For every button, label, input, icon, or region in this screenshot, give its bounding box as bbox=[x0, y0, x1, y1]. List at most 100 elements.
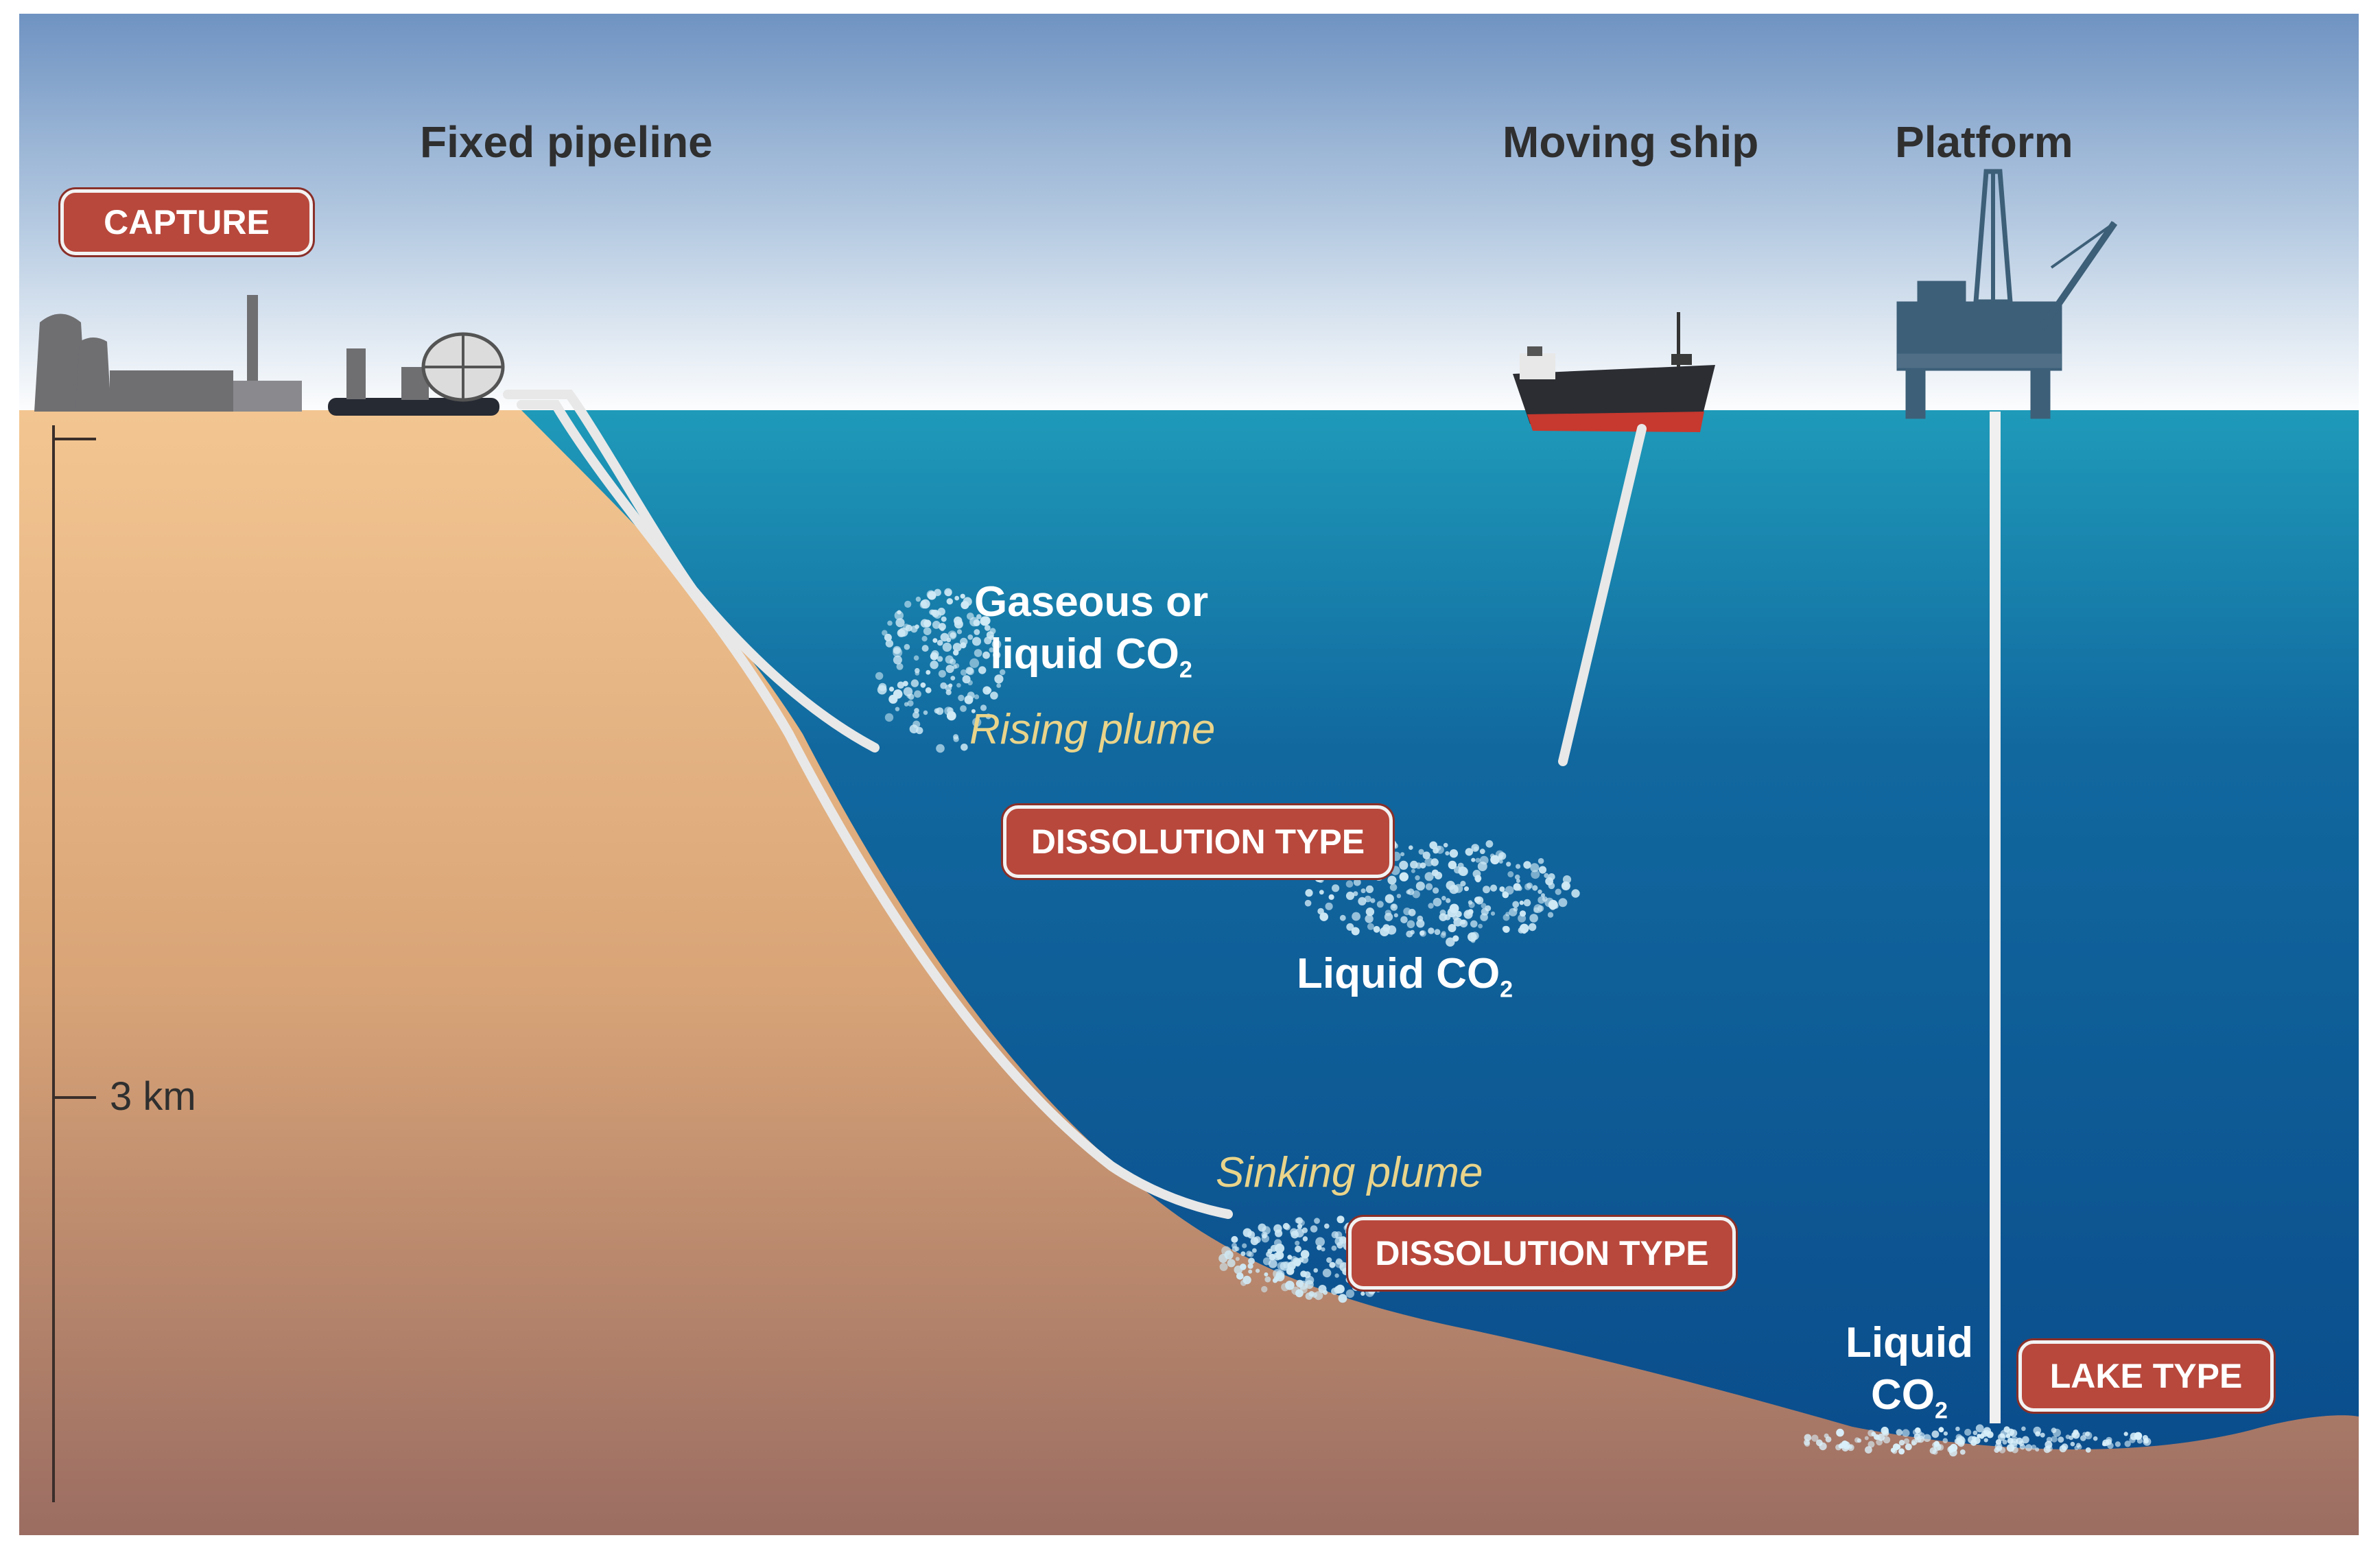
co2-bubble bbox=[938, 623, 946, 631]
co2-bubble bbox=[930, 661, 939, 669]
ship-pipe bbox=[1558, 424, 1647, 766]
co2-bubble bbox=[882, 630, 888, 636]
co2-bubble bbox=[1523, 899, 1531, 907]
co2-bubble bbox=[974, 694, 980, 700]
co2-bubble bbox=[1512, 901, 1520, 908]
co2-bubble bbox=[2106, 1438, 2112, 1445]
co2-bubble bbox=[1253, 1236, 1261, 1244]
co2-bubble bbox=[1479, 849, 1485, 855]
co2-bubble bbox=[2142, 1435, 2148, 1441]
co2-bubble bbox=[996, 683, 1002, 688]
co2-bubble bbox=[1406, 930, 1413, 938]
co2-bubble bbox=[1955, 1426, 1960, 1432]
co2-bubble bbox=[1391, 851, 1401, 862]
co2-bubble bbox=[940, 632, 950, 642]
co2-bubble bbox=[945, 685, 952, 691]
co2-bubble bbox=[1416, 919, 1425, 928]
co2-bubble bbox=[1485, 840, 1494, 848]
co2-bubble bbox=[1328, 894, 1334, 900]
co2-bubble bbox=[1408, 908, 1416, 916]
co2-bubble bbox=[1305, 889, 1313, 897]
co2-bubble bbox=[1411, 868, 1415, 873]
co2-bubble bbox=[1298, 1281, 1308, 1290]
co2-bubble bbox=[1345, 891, 1355, 900]
co2-bubble bbox=[954, 595, 960, 601]
co2-bubble bbox=[947, 630, 957, 640]
co2-bubble bbox=[1842, 1441, 1850, 1449]
co2-bubble bbox=[1454, 884, 1463, 893]
co2-bubble bbox=[1527, 882, 1533, 889]
co2-bubble bbox=[1514, 874, 1520, 880]
co2-bubble bbox=[2025, 1444, 2033, 1451]
co2-bubble bbox=[1365, 908, 1375, 916]
co2-bubble bbox=[1430, 858, 1439, 866]
co2-bubble bbox=[1804, 1441, 1811, 1447]
co2-bubble bbox=[1478, 923, 1483, 929]
co2-bubble bbox=[1346, 923, 1354, 931]
co2-bubble bbox=[1959, 1449, 1966, 1455]
co2-bubble bbox=[971, 709, 976, 713]
co2-bubble bbox=[960, 669, 967, 676]
co2-bubble bbox=[1326, 1257, 1332, 1264]
co2-bubble bbox=[967, 680, 973, 686]
co2-bubble bbox=[1351, 927, 1360, 936]
co2-bubble bbox=[956, 683, 961, 688]
co2-bubble bbox=[1471, 857, 1476, 862]
co2-bubble bbox=[1865, 1446, 1872, 1454]
co2-bubble bbox=[982, 651, 990, 659]
co2-bubble bbox=[1273, 1269, 1283, 1279]
co2-bubble bbox=[2058, 1436, 2064, 1443]
co2-bubble bbox=[1918, 1432, 1925, 1439]
power-plant-icon bbox=[34, 295, 302, 412]
co2-bubble bbox=[2070, 1441, 2075, 1447]
co2-bubble bbox=[976, 614, 982, 619]
co2-bubble bbox=[1419, 862, 1426, 869]
co2-bubble bbox=[923, 710, 928, 715]
co2-bubble bbox=[946, 598, 954, 605]
co2-bubble bbox=[980, 704, 987, 711]
co2-bubble bbox=[1331, 1245, 1337, 1251]
co2-bubble bbox=[904, 643, 910, 650]
co2-bubble bbox=[2051, 1436, 2058, 1443]
co2-bubble bbox=[884, 713, 894, 722]
co2-bubble bbox=[2012, 1446, 2018, 1454]
co2-bubble bbox=[1353, 891, 1358, 897]
co2-bubble bbox=[1999, 1447, 2006, 1454]
co2-bubble bbox=[1240, 1264, 1247, 1270]
co2-bubble bbox=[1871, 1432, 1876, 1437]
co2-bubble bbox=[1231, 1235, 1238, 1243]
co2-bubble bbox=[1541, 893, 1545, 898]
ship-icon bbox=[1513, 312, 1715, 432]
co2-bubble bbox=[958, 694, 965, 702]
seabed bbox=[19, 410, 2359, 1535]
co2-bubble bbox=[1331, 1231, 1339, 1239]
liquid-bottom-line2: CO2 bbox=[1846, 1369, 1973, 1425]
co2-bubble bbox=[1358, 897, 1367, 905]
co2-bubble bbox=[1448, 924, 1457, 932]
co2-bubble bbox=[1332, 884, 1340, 892]
co2-bubble bbox=[960, 593, 965, 599]
co2-bubble bbox=[930, 652, 939, 661]
storage-tanks-icon bbox=[328, 332, 505, 416]
liquid-co2-mid-label: Liquid CO2 bbox=[1297, 948, 1513, 1004]
oil-platform-icon bbox=[1896, 169, 2118, 419]
co2-bubble bbox=[1548, 882, 1555, 890]
co2-bubble bbox=[1400, 852, 1405, 857]
co2-bubble bbox=[1528, 923, 1537, 932]
co2-bubble bbox=[1449, 849, 1459, 858]
co2-bubble bbox=[1436, 845, 1441, 851]
co2-bubble bbox=[2035, 1431, 2041, 1437]
lake-type-badge: LAKE TYPE bbox=[2018, 1340, 2274, 1412]
co2-bubble bbox=[990, 691, 998, 700]
co2-bubble bbox=[960, 705, 967, 712]
co2-bubble bbox=[1516, 879, 1520, 884]
co2-bubble bbox=[920, 600, 927, 606]
co2-bubble bbox=[1509, 908, 1518, 916]
co2-bubble bbox=[1242, 1228, 1252, 1237]
co2-bubble bbox=[1431, 869, 1439, 877]
co2-bubble bbox=[1345, 880, 1354, 888]
co2-bubble bbox=[1399, 872, 1409, 881]
co2-bubble bbox=[1811, 1434, 1819, 1442]
co2-bubble bbox=[1836, 1428, 1844, 1437]
co2-bubble bbox=[1489, 853, 1495, 859]
